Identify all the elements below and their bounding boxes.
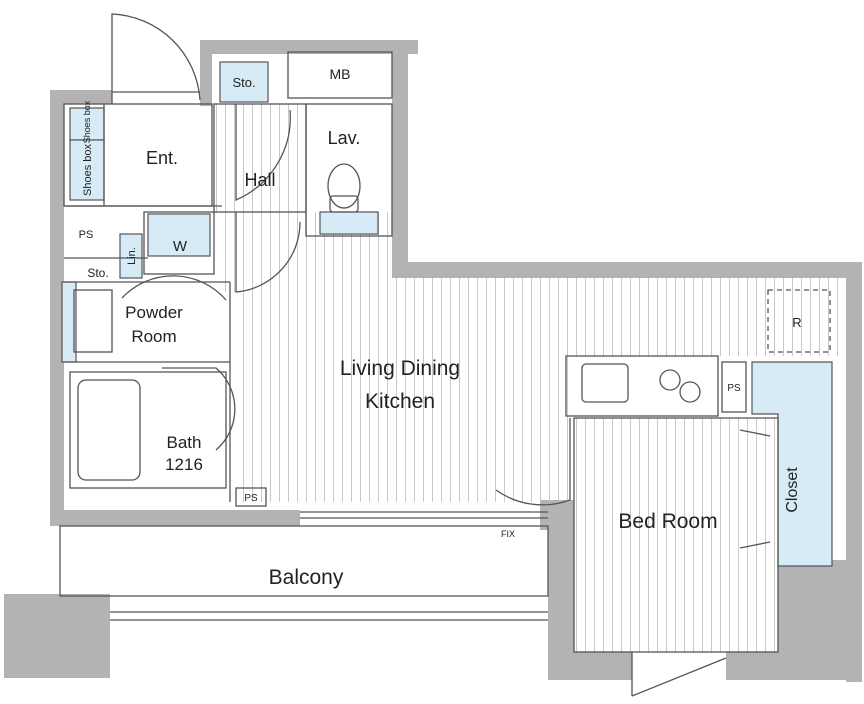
- label-mb: MB: [330, 66, 351, 82]
- label-w: W: [173, 238, 188, 255]
- label-ps-kitchen: PS: [727, 383, 741, 394]
- label-living-2: Kitchen: [365, 390, 435, 413]
- label-fix: FIX: [501, 529, 515, 539]
- label-living-1: Living Dining: [340, 357, 460, 380]
- exterior-walls: [4, 40, 862, 682]
- storage-zones: [61, 61, 833, 567]
- label-sto-top: Sto.: [232, 75, 255, 90]
- label-ent: Ent.: [146, 148, 178, 168]
- label-ps-left: PS: [79, 229, 94, 241]
- label-shoes-box-small: Shoes box: [82, 100, 92, 143]
- label-bed-room: Bed Room: [618, 510, 717, 533]
- hatched-floor: [214, 104, 846, 652]
- label-ps-bottom: PS: [244, 493, 258, 504]
- label-lin: Lin.: [126, 247, 138, 265]
- label-r: R: [792, 315, 801, 330]
- label-shoes-box-large: Shoes box: [82, 144, 94, 196]
- label-balcony: Balcony: [269, 566, 344, 589]
- label-closet: Closet: [784, 467, 801, 513]
- label-sto-left: Sto.: [87, 266, 108, 280]
- label-powder-room-1: Powder: [125, 303, 183, 322]
- label-bath-2: 1216: [165, 455, 203, 474]
- label-hall: Hall: [244, 170, 275, 190]
- label-powder-room-2: Room: [131, 327, 176, 346]
- interior-lines: [59, 13, 831, 697]
- label-bath-1: Bath: [167, 433, 202, 452]
- label-lav: Lav.: [328, 128, 361, 148]
